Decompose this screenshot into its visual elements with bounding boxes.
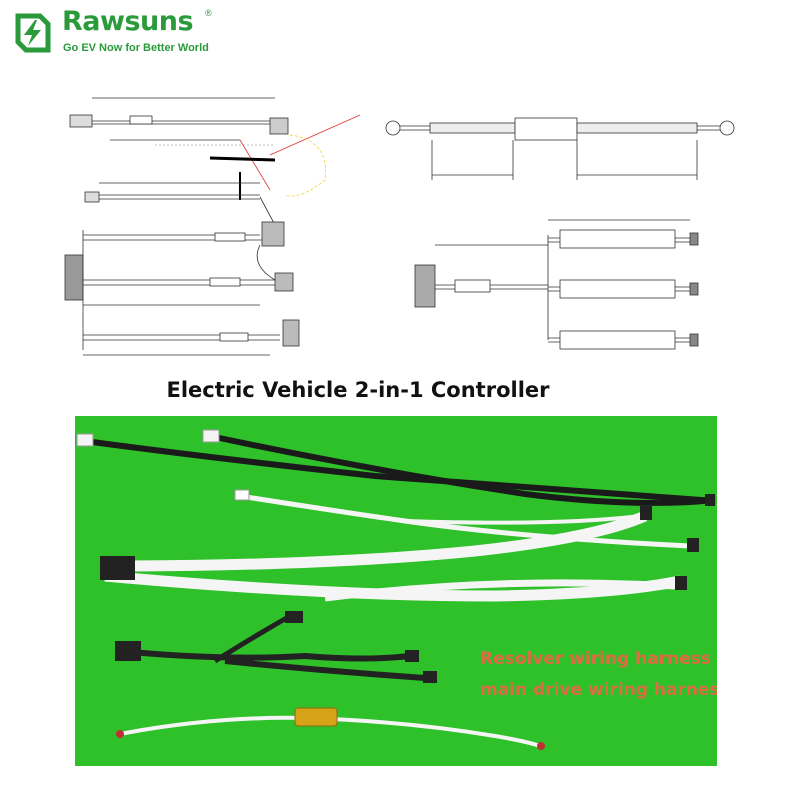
registered-mark: ® <box>205 8 212 18</box>
right-harness-drawing <box>385 117 735 350</box>
resolver-harness-label: Resolver wiring harness <box>480 649 711 669</box>
lightning-bolt-square-icon <box>15 13 51 53</box>
harness-photo: Resolver wiring harness main drive wirin… <box>75 416 717 766</box>
wiring-harness-photo-illustration <box>76 429 716 750</box>
harness-technical-drawings <box>64 97 735 356</box>
brand-name: Rawsuns <box>62 6 194 37</box>
main-drive-harness-label: main drive wiring harness <box>480 680 717 700</box>
product-caption: Electric Vehicle 2-in-1 Controller <box>166 378 550 402</box>
brand-tagline: Go EV Now for Better World <box>63 42 209 54</box>
left-harness-drawing <box>64 97 361 356</box>
